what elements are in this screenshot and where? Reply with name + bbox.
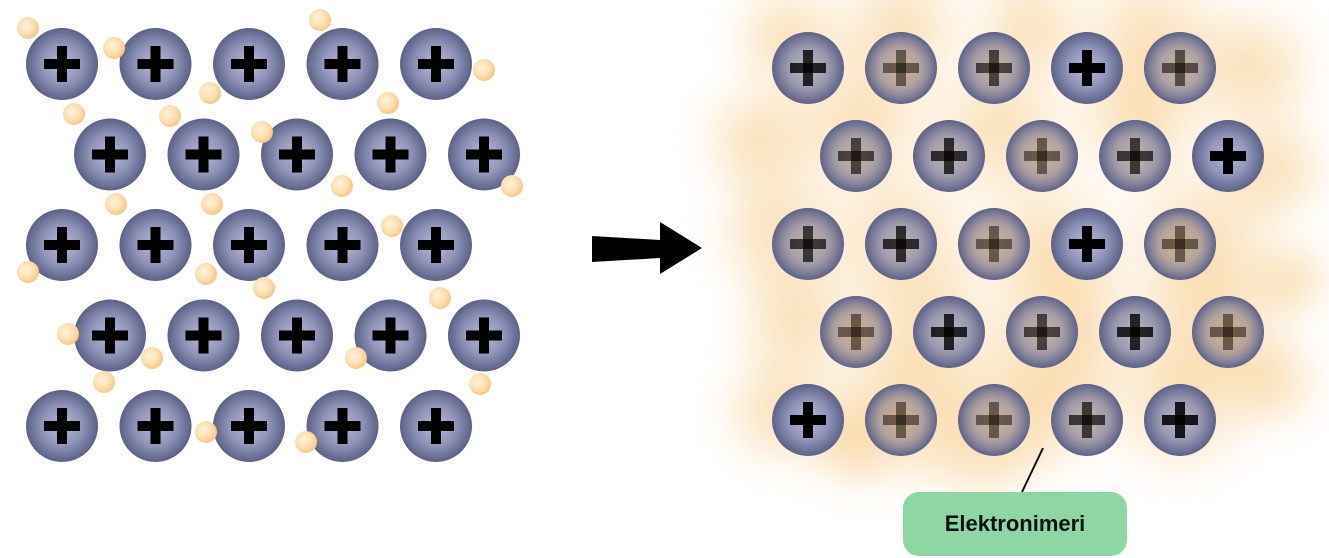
electron-particle	[17, 261, 39, 283]
electron-particle	[17, 17, 39, 39]
positive-ion	[1144, 384, 1216, 456]
electron-particle	[473, 59, 495, 81]
positive-ion	[213, 209, 285, 281]
callout-box	[903, 492, 1127, 556]
positive-ion	[167, 299, 240, 372]
positive-ion	[1144, 32, 1216, 104]
positive-ion	[1192, 120, 1264, 192]
electron-particle	[195, 421, 217, 443]
positive-ion	[306, 390, 379, 462]
positive-ion	[1006, 296, 1078, 368]
electron-particle	[251, 121, 273, 143]
plus-sign-icon	[976, 239, 1012, 249]
positive-ion	[448, 299, 520, 372]
positive-ion	[1099, 296, 1171, 368]
callout-pointer-line	[1021, 447, 1044, 493]
electron-particle	[103, 37, 125, 59]
electron-particle	[331, 175, 353, 197]
positive-ion	[1192, 296, 1264, 368]
positive-ion	[26, 28, 98, 100]
plus-sign-icon	[883, 415, 919, 425]
plus-sign-icon	[1162, 239, 1198, 249]
electron-particle	[309, 9, 331, 31]
positive-ion	[820, 296, 892, 368]
positive-ion	[958, 32, 1030, 104]
electron-particle	[469, 373, 491, 395]
plus-sign-icon	[883, 63, 919, 73]
positive-ion	[400, 390, 472, 462]
positive-ion	[213, 390, 285, 462]
positive-ion	[354, 299, 427, 372]
positive-ion	[354, 118, 427, 191]
positive-ion	[261, 299, 333, 372]
positive-ion	[772, 208, 844, 280]
positive-ion	[306, 209, 379, 281]
plus-sign-icon	[838, 327, 874, 337]
positive-ion	[865, 208, 937, 280]
electron-particle	[195, 263, 217, 285]
positive-ion	[820, 120, 892, 192]
electron-particle	[429, 287, 451, 309]
electron-particle	[253, 277, 275, 299]
electron-particle	[501, 175, 523, 197]
positive-ion	[306, 28, 379, 100]
positive-ion	[1006, 120, 1078, 192]
positive-ion	[913, 296, 985, 368]
positive-ion	[74, 299, 146, 372]
positive-ion	[119, 28, 192, 100]
positive-ion	[1051, 32, 1123, 104]
positive-ion	[167, 118, 240, 191]
positive-ion	[1051, 208, 1123, 280]
electron-particle	[199, 82, 221, 104]
electron-particle	[159, 105, 181, 127]
positive-ion	[400, 28, 472, 100]
plus-sign-icon	[1024, 151, 1060, 161]
positive-ion	[74, 118, 146, 191]
electron-particle	[345, 347, 367, 369]
electron-sea-label: Elektronimeri	[944, 511, 1086, 536]
plus-sign-icon	[976, 415, 1012, 425]
positive-ion	[865, 32, 937, 104]
positive-ion	[772, 384, 844, 456]
electron-particle	[93, 371, 115, 393]
left-panel	[17, 9, 523, 462]
electron-particle	[57, 323, 79, 345]
positive-ion	[119, 390, 192, 462]
positive-ion	[448, 118, 520, 191]
electron-particle	[105, 193, 127, 215]
positive-ion	[958, 384, 1030, 456]
positive-ion	[400, 209, 472, 281]
right-arrow-icon	[592, 222, 702, 274]
right-panel	[772, 32, 1264, 456]
electron-particle	[377, 92, 399, 114]
positive-ion	[865, 384, 937, 456]
positive-ion	[26, 390, 98, 462]
positive-ion	[1099, 120, 1171, 192]
positive-ion	[26, 209, 98, 281]
positive-ion	[261, 118, 333, 191]
positive-ion	[958, 208, 1030, 280]
plus-sign-icon	[1210, 327, 1246, 337]
positive-ion	[213, 28, 285, 100]
electron-particle	[141, 347, 163, 369]
electron-particle	[381, 215, 403, 237]
positive-ion	[1144, 208, 1216, 280]
electron-particle	[201, 193, 223, 215]
positive-ion	[913, 120, 985, 192]
positive-ion	[1051, 384, 1123, 456]
electron-particle	[295, 431, 317, 453]
electron-particle	[63, 103, 85, 125]
positive-ion	[772, 32, 844, 104]
positive-ion	[119, 209, 192, 281]
